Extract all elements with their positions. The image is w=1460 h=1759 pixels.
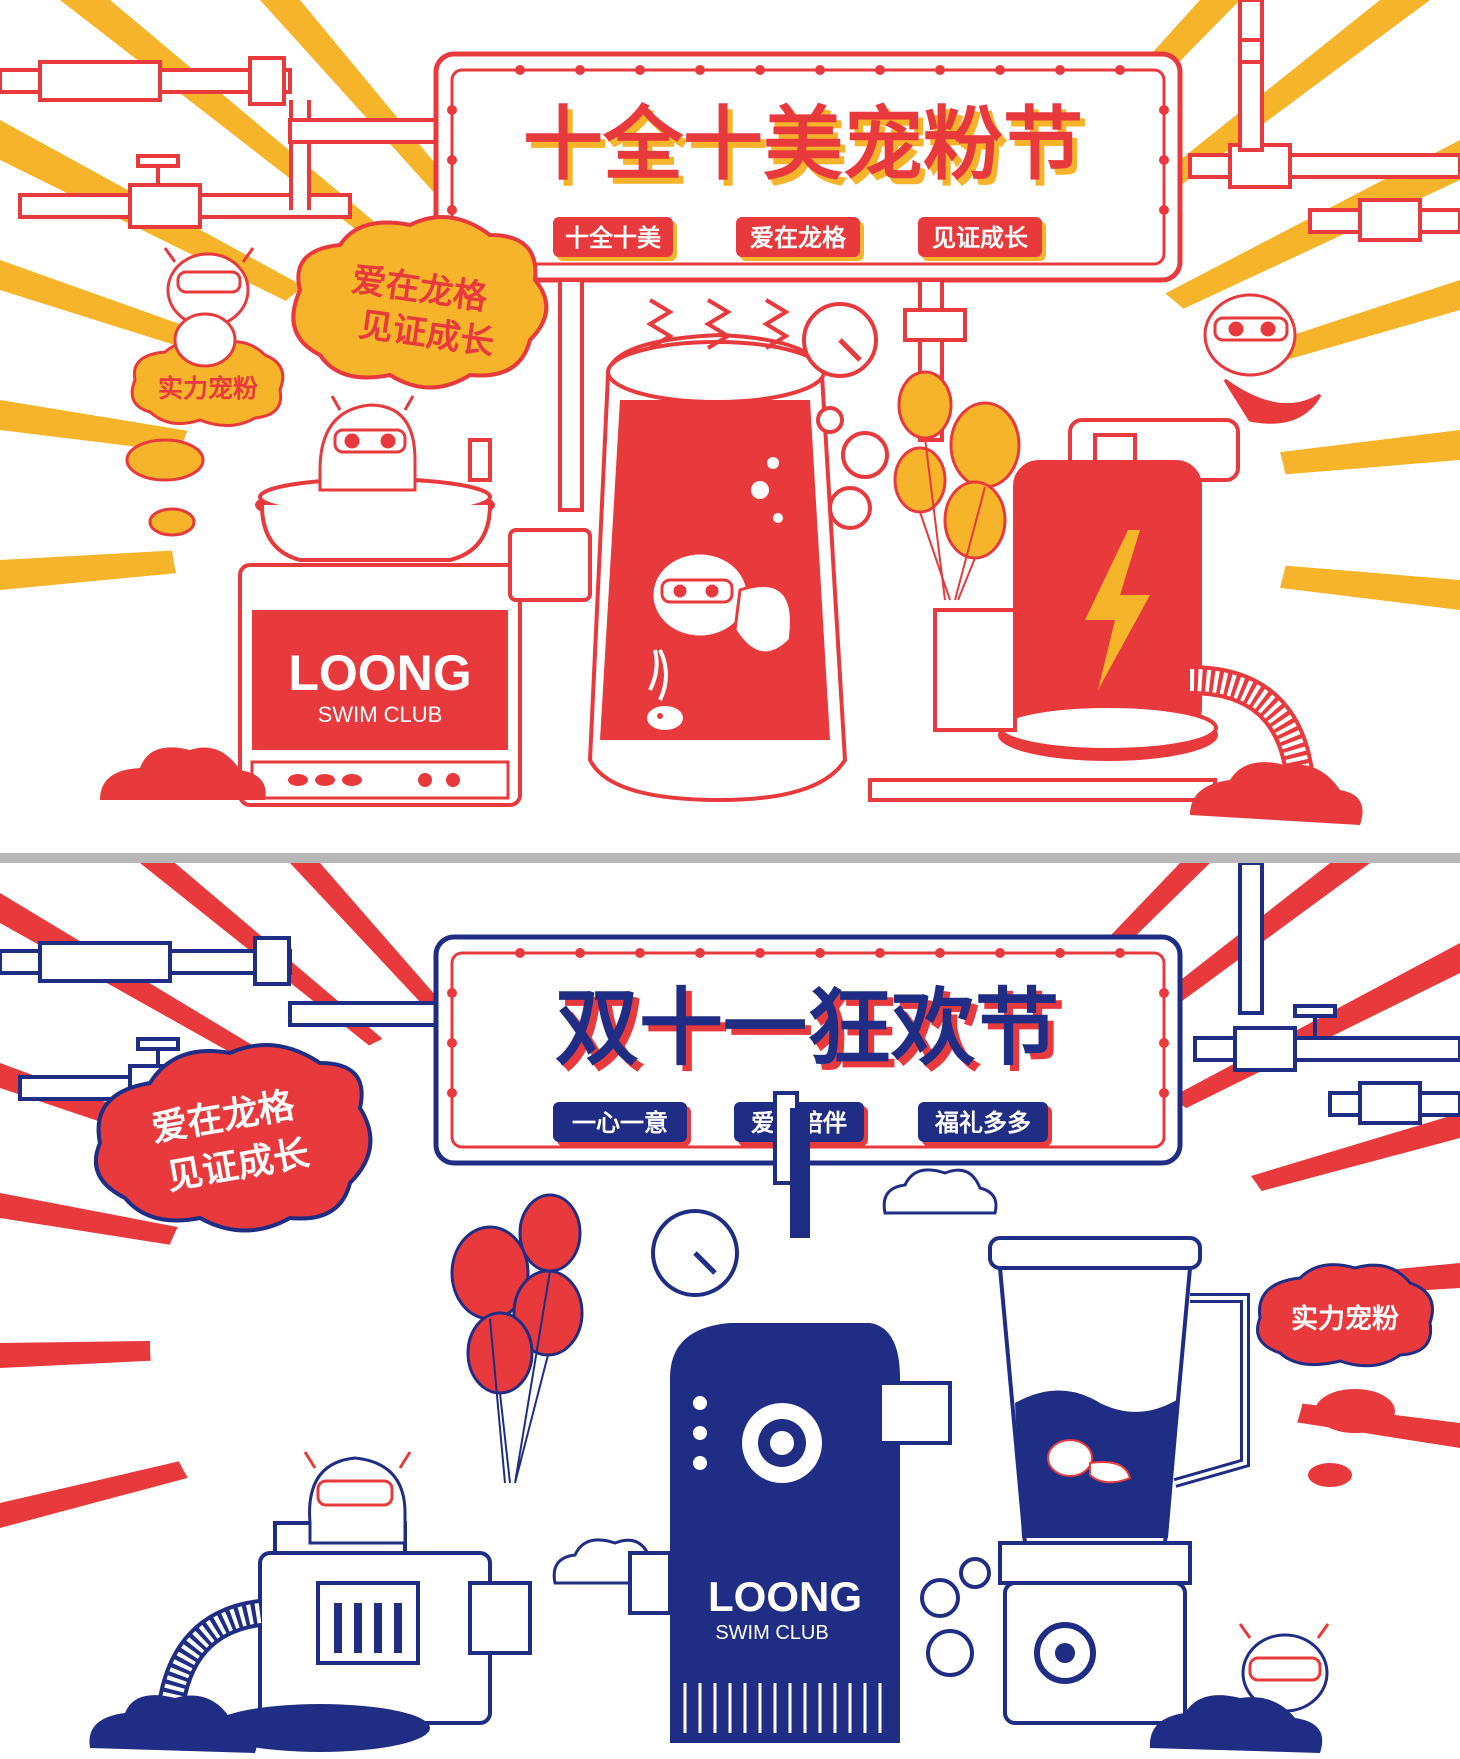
- logo-text: LOONG: [708, 1573, 862, 1620]
- balloon-icon: [893, 370, 1021, 601]
- gauge-icon: [651, 1209, 991, 1677]
- badge-text: 实力宠粉: [158, 374, 258, 403]
- sign-bulbs: [447, 948, 1169, 1098]
- mascot-icon: [650, 551, 793, 655]
- page-title: 双十一狂欢节: [555, 979, 1059, 1077]
- left-machine: LOONG SWIM CLUB: [238, 477, 522, 807]
- tag-label: 爱在龙格: [750, 224, 847, 252]
- tag-label: 十全十美: [565, 224, 661, 252]
- gauge-icon: [802, 302, 889, 530]
- balloon-icon: [450, 1193, 584, 1484]
- mascot-icon: [1047, 1439, 1132, 1484]
- tag-label: 一心一意: [572, 1109, 668, 1137]
- pipe-icon: [1188, 0, 1460, 242]
- mascot-icon: [163, 247, 255, 368]
- mascot-icon: [1203, 293, 1322, 424]
- bubbles: [751, 457, 783, 523]
- top-banner: 十全十美宠粉节 十全十美宠粉节 十全十美 爱在龙格 见证成长 爱在龙格 见证成长…: [0, 0, 1460, 853]
- battery-machine: [868, 418, 1315, 802]
- tag-label: 福礼多多: [934, 1109, 1031, 1137]
- cloud-icon: 爱在龙格 见证成长: [291, 215, 549, 390]
- pipe-icon: [0, 56, 442, 229]
- valve-icon: [136, 154, 180, 185]
- logo-sub-text: SWIM CLUB: [715, 1622, 828, 1644]
- fish-icon: [647, 706, 683, 730]
- top-illustration: 十全十美宠粉节 十全十美宠粉节 十全十美 爱在龙格 见证成长 爱在龙格 见证成长…: [0, 0, 1460, 853]
- center-tank: [587, 298, 848, 803]
- center-boiler: LOONG SWIM CLUB: [628, 1091, 952, 1743]
- cloud-icon: 爱在龙格 见证成长: [94, 1043, 373, 1233]
- badge-cloud: 实力宠粉: [1256, 1263, 1434, 1368]
- left-machine: [156, 1521, 532, 1752]
- tag-label: 见证成长: [932, 224, 1029, 252]
- tag-row: 十全十美 爱在龙格 见证成长: [553, 217, 1046, 261]
- grille: [683, 1683, 882, 1733]
- mascot-icon: [1238, 1623, 1330, 1713]
- lightning-icon: [1085, 530, 1150, 690]
- valve-icon: [136, 1004, 1337, 1066]
- mascot-icon: [318, 395, 417, 492]
- title-sign: 十全十美宠粉节 十全十美宠粉节 十全十美 爱在龙格 见证成长: [433, 51, 1183, 283]
- bottom-illustration: 双十一狂欢节 双十一狂欢节 一心一意 爱与陪伴 福礼多多 爱在龙格 见证成长 实…: [0, 863, 1460, 1753]
- badge-text: 实力宠粉: [1291, 1303, 1399, 1335]
- logo-sub-text: SWIM CLUB: [318, 702, 443, 727]
- coil-springs: [646, 298, 790, 350]
- cloud-icon: [100, 747, 1363, 825]
- cloud-icon: [1308, 1389, 1395, 1487]
- cloud-icon: [89, 1695, 1323, 1753]
- mascot-icon: [303, 1451, 412, 1545]
- page-title: 十全十美宠粉节: [523, 98, 1083, 191]
- sign-bulbs: [447, 65, 1169, 215]
- blender-icon: [988, 1236, 1250, 1725]
- page-title-shadow: 双十一狂欢节: [561, 985, 1065, 1083]
- logo-text: LOONG: [288, 645, 471, 701]
- page-title-shadow: 十全十美宠粉节: [528, 104, 1088, 197]
- bottom-banner: 双十一狂欢节 双十一狂欢节 一心一意 爱与陪伴 福礼多多 爱在龙格 见证成长 实…: [0, 863, 1460, 1759]
- cloud-icon: [125, 438, 205, 537]
- divider: [0, 853, 1460, 863]
